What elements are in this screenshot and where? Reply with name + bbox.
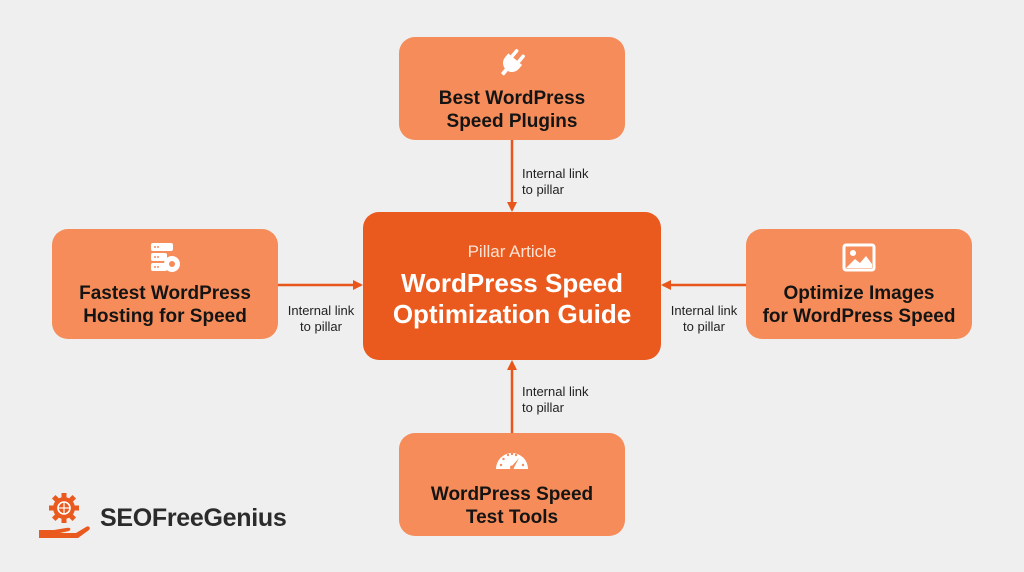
speedometer-icon bbox=[496, 452, 528, 469]
brand-name: SEOFreeGenius bbox=[100, 503, 287, 532]
server-gear-icon bbox=[151, 243, 180, 272]
edge-label-left: Internal link to pillar bbox=[287, 303, 355, 334]
cluster-title: Fastest WordPress Hosting for Speed bbox=[79, 283, 251, 327]
edge-label-bottom: Internal link to pillar bbox=[522, 384, 589, 415]
edge-label-right: Internal link to pillar bbox=[670, 303, 738, 334]
image-icon bbox=[842, 243, 876, 272]
cluster-title: Optimize Images for WordPress Speed bbox=[762, 283, 956, 327]
cluster-node-speed-plugins: Best WordPress Speed Plugins bbox=[399, 37, 625, 140]
cluster-node-speed-test-tools: WordPress Speed Test Tools bbox=[399, 433, 625, 536]
cluster-title: WordPress Speed Test Tools bbox=[430, 483, 594, 528]
cluster-node-optimize-images: Optimize Images for WordPress Speed bbox=[746, 229, 972, 339]
plug-icon bbox=[501, 48, 525, 75]
brand-logo: SEOFreeGenius bbox=[36, 492, 287, 544]
cluster-title: Best WordPress Speed Plugins bbox=[438, 87, 586, 132]
pillar-kicker: Pillar Article bbox=[467, 242, 557, 261]
gear-hand-icon bbox=[39, 493, 90, 538]
pillar-node: Pillar Article WordPress Speed Optimizat… bbox=[363, 212, 661, 360]
edge-label-top: Internal link to pillar bbox=[522, 166, 589, 197]
cluster-node-hosting: Fastest WordPress Hosting for Speed bbox=[52, 229, 278, 339]
pillar-title: WordPress Speed Optimization Guide bbox=[392, 268, 632, 329]
